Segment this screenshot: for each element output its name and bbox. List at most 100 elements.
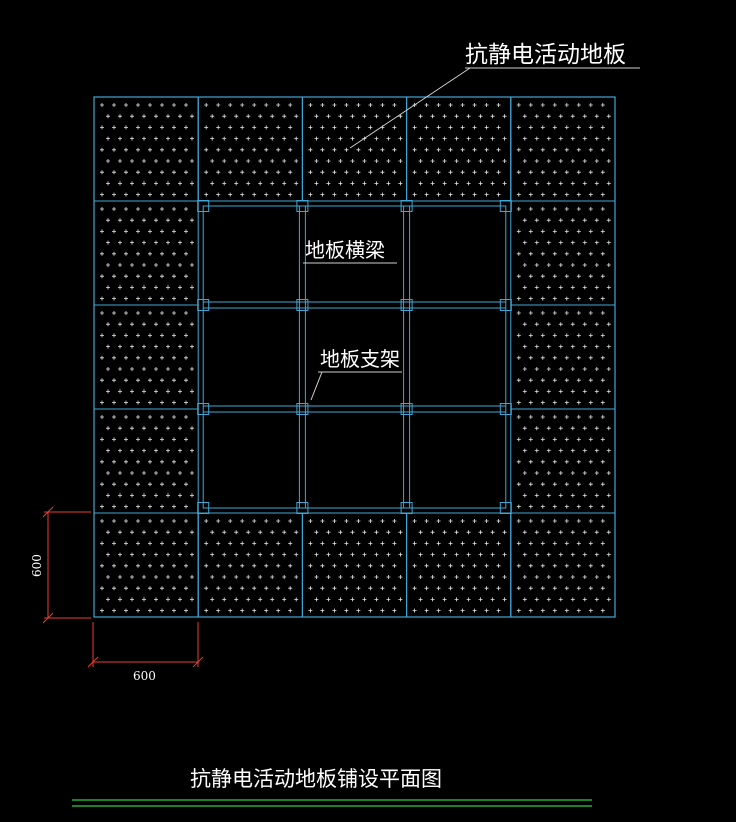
hatch-mark	[576, 586, 581, 591]
hatch-mark	[478, 530, 483, 535]
hatch-mark	[124, 586, 128, 591]
hatch-mark	[338, 181, 343, 186]
hatch-mark	[528, 333, 533, 338]
hatch-mark	[594, 285, 599, 290]
hatch-mark	[540, 504, 545, 509]
hatch-mark	[582, 344, 587, 349]
hatch-mark	[276, 125, 281, 130]
hatch-mark	[118, 263, 122, 267]
hatch-mark	[534, 389, 539, 394]
hatch-mark	[172, 251, 176, 256]
hatch-mark	[600, 192, 605, 197]
hatch-mark	[552, 192, 557, 197]
hatch-mark	[240, 519, 245, 523]
hatch-mark	[552, 378, 557, 383]
hatch-mark	[142, 285, 146, 290]
hatch-mark	[288, 125, 293, 130]
hatch-mark	[576, 563, 581, 568]
hatch-mark	[564, 459, 569, 464]
hatch-mark	[118, 493, 122, 498]
hatch-mark	[484, 608, 489, 613]
hatch-mark	[314, 159, 319, 163]
hatch-mark	[564, 608, 569, 613]
hatch-mark	[184, 274, 188, 279]
hatch-mark	[166, 530, 170, 535]
hatch-mark	[528, 459, 533, 464]
hatch-mark	[246, 575, 251, 579]
hatch-mark	[398, 136, 403, 141]
hatch-mark	[210, 597, 215, 602]
hatch-mark	[594, 471, 599, 475]
hatch-mark	[356, 125, 361, 130]
hatch-mark	[552, 541, 557, 546]
hatch-mark	[564, 586, 569, 591]
hatch-mark	[528, 147, 533, 152]
hatch-mark	[582, 114, 587, 119]
hatch-mark	[540, 311, 545, 315]
hatch-mark	[606, 367, 611, 371]
hatch-mark	[142, 263, 146, 267]
hatch-mark	[528, 229, 533, 234]
hatch-mark	[522, 471, 527, 475]
hatch-mark	[540, 229, 545, 234]
panel-outline	[93, 512, 199, 618]
hatch-mark	[338, 597, 343, 602]
hatch-mark	[454, 114, 459, 119]
panel-outline	[510, 304, 616, 410]
hatch-mark	[576, 274, 581, 279]
hatch-mark	[178, 575, 182, 579]
hatch-mark	[178, 218, 182, 223]
hatch-mark	[552, 563, 557, 568]
hatch-mark	[558, 240, 563, 245]
hatch-mark	[258, 114, 263, 119]
hatch-mark	[264, 586, 269, 591]
hatch-mark	[294, 114, 299, 119]
hatch-mark	[100, 504, 104, 509]
hatch-mark	[460, 192, 465, 197]
hatch-mark	[600, 400, 605, 405]
hatch-mark	[178, 389, 182, 394]
floor-panel	[197, 512, 303, 618]
hatch-mark	[522, 218, 527, 223]
hatch-mark	[546, 552, 551, 557]
hatch-mark	[436, 541, 441, 546]
hatch-mark	[308, 519, 313, 523]
hatch-mark	[582, 218, 587, 223]
hatch-mark	[252, 541, 257, 546]
hatch-mark	[442, 575, 447, 579]
hatch-mark	[570, 263, 575, 267]
hatch-mark	[424, 170, 429, 175]
hatch-mark	[564, 482, 569, 487]
hatch-mark	[522, 322, 527, 327]
hatch-mark	[178, 493, 182, 498]
hatch-mark	[246, 530, 251, 535]
hatch-mark	[166, 240, 170, 245]
hatch-mark	[588, 355, 593, 360]
hatch-mark	[412, 170, 417, 175]
hatch-mark	[472, 563, 477, 568]
hatch-mark	[454, 575, 459, 579]
hatch-mark	[534, 448, 539, 453]
hatch-mark	[130, 285, 134, 290]
hatch-mark	[160, 229, 164, 234]
hatch-mark	[564, 125, 569, 130]
hatch-mark	[172, 415, 176, 419]
hatch-mark	[172, 311, 176, 315]
hatch-mark	[178, 530, 182, 535]
hatch-mark	[130, 493, 134, 498]
hatch-mark	[172, 125, 176, 130]
hatch-mark	[294, 136, 299, 141]
hatch-mark	[204, 586, 209, 591]
hatch-mark	[472, 608, 477, 613]
hatch-mark	[472, 519, 477, 523]
hatch-mark	[418, 159, 423, 163]
hatch-mark	[190, 344, 194, 349]
hatch-mark	[576, 482, 581, 487]
floor-panel	[197, 96, 303, 202]
hatch-mark	[172, 296, 176, 301]
hatch-mark	[472, 586, 477, 591]
support-label: 地板支架	[320, 347, 400, 371]
hatch-mark	[252, 125, 257, 130]
hatch-mark	[516, 541, 521, 546]
hatch-mark	[148, 333, 152, 338]
